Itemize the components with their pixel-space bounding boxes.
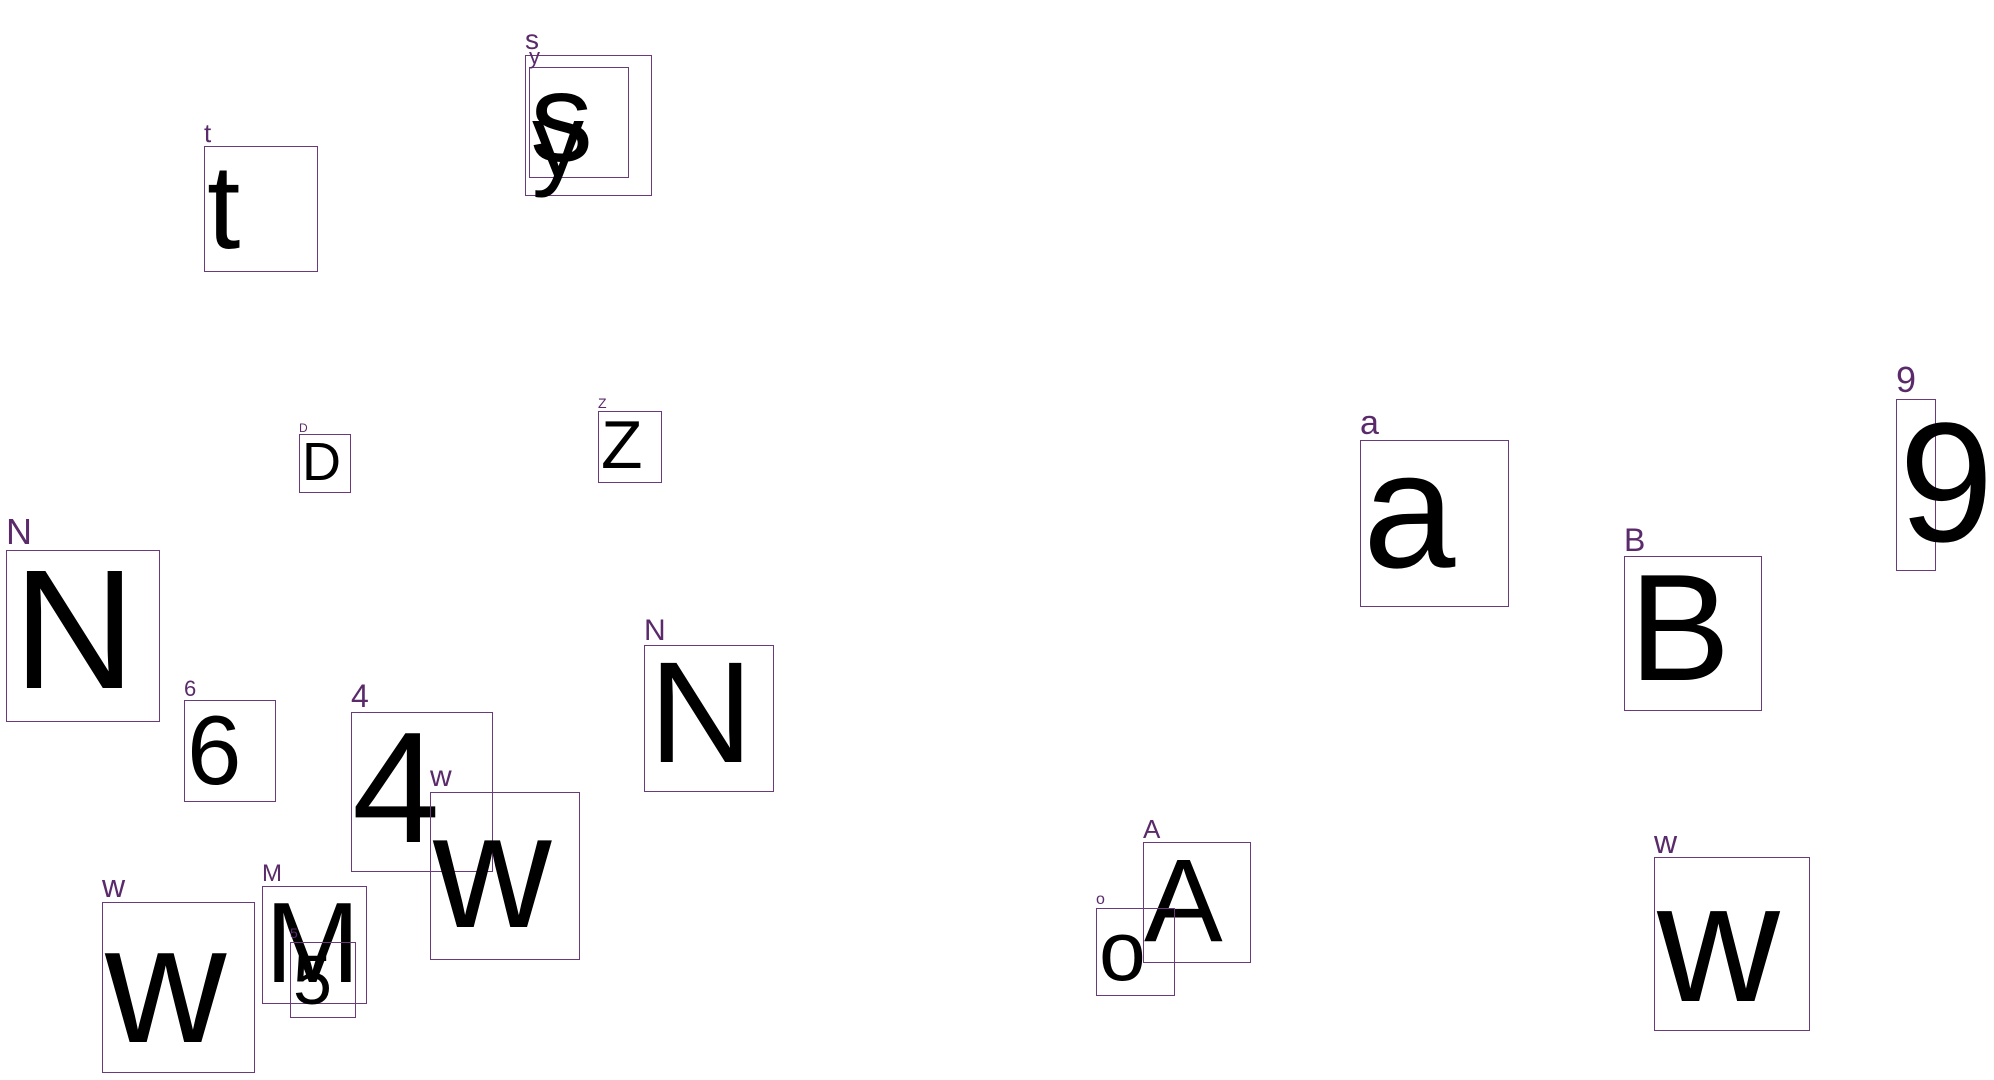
glyph-char: 6 [187, 695, 242, 805]
glyph-box-w: w [430, 779, 580, 962]
glyph-box-m: M [262, 886, 367, 1004]
glyph-label: a [1360, 404, 1379, 442]
glyph-char: 9 [1899, 388, 1994, 578]
glyph-char: 4 [352, 700, 440, 876]
glyph-label: o [1096, 891, 1105, 908]
glyph-label: s [525, 24, 539, 55]
glyph-box-n: N [6, 545, 160, 722]
glyph-label: 9 [1896, 359, 1917, 400]
glyph-char: B [1629, 543, 1731, 713]
glyph-box-4: 4 [351, 700, 493, 876]
glyph-label: D [299, 421, 308, 435]
glyph-box-s: s [525, 55, 652, 196]
glyph-char: M [265, 880, 360, 1007]
glyph-box-z: Z [598, 411, 662, 483]
glyph-box-9: 9 [1896, 398, 1994, 571]
glyph-char: A [1144, 835, 1223, 967]
glyph-label: A [1143, 814, 1161, 844]
glyph-box-o: o [1096, 908, 1175, 996]
glyph-box-5: 5 [290, 942, 356, 1018]
glyph-char: N [649, 632, 753, 793]
glyph-char: w [1657, 848, 1780, 1038]
glyph-canvas: t t s s y y D D Z Z N N a a 9 9 B B 6 6 [6, 24, 1994, 1078]
glyph-label: B [1624, 522, 1646, 558]
glyph-char: Z [601, 407, 643, 483]
glyph-box-n: N [644, 641, 774, 792]
glyph-label: w [102, 868, 126, 904]
glyph-box-6: 6 [184, 700, 276, 802]
glyph-label: M [262, 860, 282, 887]
glyph-label: N [644, 614, 666, 647]
glyph-box-y: y [529, 67, 629, 193]
glyph-box-w: w [1654, 857, 1810, 1031]
glyph-char: y [532, 83, 584, 199]
glyph-char: w [105, 890, 227, 1078]
glyph-box-a: a [1360, 428, 1509, 607]
glyph-char: N [13, 535, 136, 725]
glyph-label: w [1654, 824, 1678, 860]
glyph-label: N [6, 511, 32, 552]
glyph-box-b: B [1624, 552, 1762, 711]
glyph-box-d: D [299, 434, 351, 493]
glyph-label: 5 [290, 925, 298, 941]
glyph-label: Z [598, 395, 607, 411]
glyph-label: t [204, 118, 212, 148]
glyph-char: D [302, 432, 341, 492]
glyph-char: 5 [293, 941, 332, 1019]
glyph-char: s [530, 47, 593, 188]
glyph-label: w [430, 760, 452, 793]
glyph-label: 4 [351, 678, 369, 714]
glyph-label: y [529, 44, 540, 69]
glyph-box-a-upper: A [1143, 842, 1251, 963]
glyph-char: w [433, 779, 552, 962]
glyph-char: t [207, 140, 241, 274]
glyph-char: o [1099, 904, 1146, 998]
glyph-char: a [1363, 418, 1456, 603]
glyph-box-w: w [102, 890, 255, 1078]
glyph-box-t: t [204, 146, 318, 272]
glyph-label: 6 [184, 676, 197, 701]
